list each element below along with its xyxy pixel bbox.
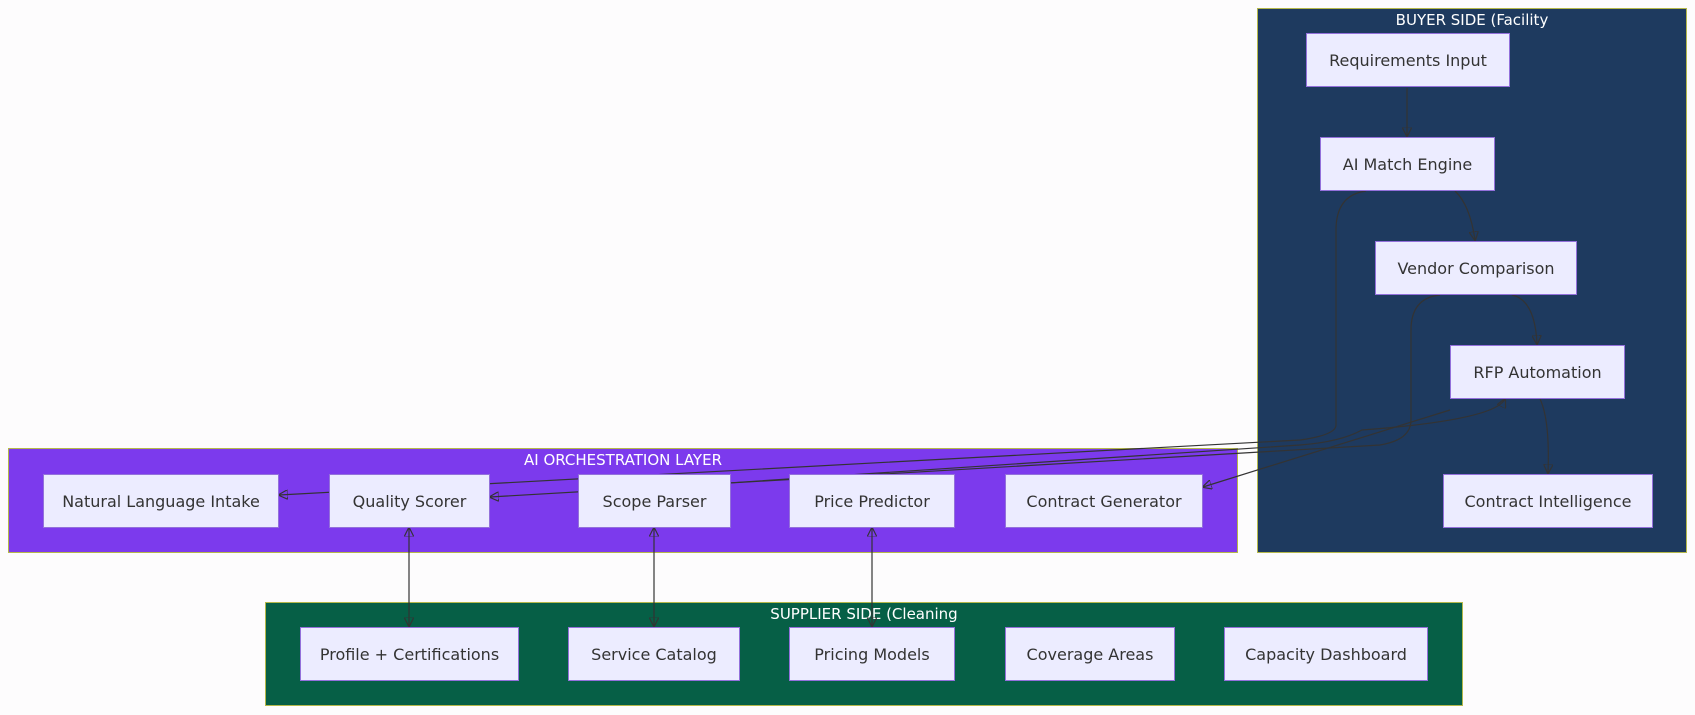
quality-scorer-node[interactable]: Quality Scorer: [329, 474, 490, 528]
vendor-comparison-node[interactable]: Vendor Comparison: [1375, 241, 1577, 295]
natural-language-intake-node[interactable]: Natural Language Intake: [43, 474, 279, 528]
contract-generator-node[interactable]: Contract Generator: [1005, 474, 1203, 528]
service-catalog-node[interactable]: Service Catalog: [568, 627, 740, 681]
profile-certifications-node[interactable]: Profile + Certifications: [300, 627, 519, 681]
coverage-areas-node[interactable]: Coverage Areas: [1005, 627, 1175, 681]
capacity-dashboard-node[interactable]: Capacity Dashboard: [1224, 627, 1428, 681]
requirements-input-node[interactable]: Requirements Input: [1306, 33, 1510, 87]
buyer-side-title: BUYER SIDE (Facility: [1395, 11, 1549, 29]
supplier-side-title: SUPPLIER SIDE (Cleaning: [770, 605, 958, 623]
price-predictor-node[interactable]: Price Predictor: [789, 474, 955, 528]
contract-intelligence-node[interactable]: Contract Intelligence: [1443, 474, 1653, 528]
ai-match-engine-node[interactable]: AI Match Engine: [1320, 137, 1495, 191]
rfp-automation-node[interactable]: RFP Automation: [1450, 345, 1625, 399]
scope-parser-node[interactable]: Scope Parser: [578, 474, 731, 528]
ai-orchestration-title: AI ORCHESTRATION LAYER: [523, 451, 722, 469]
pricing-models-node[interactable]: Pricing Models: [789, 627, 955, 681]
